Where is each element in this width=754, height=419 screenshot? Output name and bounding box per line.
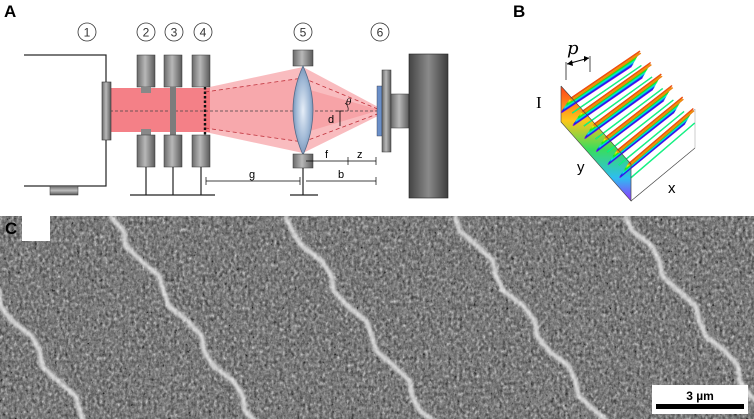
aperture-2 xyxy=(136,54,156,195)
laser-beam xyxy=(110,88,210,132)
label-theta: θ xyxy=(346,98,352,108)
svg-text:f: f xyxy=(325,149,329,161)
label-x-axis: x xyxy=(668,180,676,197)
scale-bar-label: 3 µm xyxy=(686,389,714,403)
label-period: p xyxy=(567,38,579,59)
panel-label-c: C xyxy=(5,219,17,238)
grating-4 xyxy=(191,54,211,195)
panel-b: B p I y x xyxy=(513,2,696,202)
svg-text:4: 4 xyxy=(200,26,207,40)
beam-cone-right xyxy=(303,67,380,153)
sem-image xyxy=(0,216,754,419)
svg-text:1: 1 xyxy=(84,26,91,40)
label-intensity: I xyxy=(536,93,542,112)
panel-label-b: B xyxy=(513,2,525,21)
svg-text:2: 2 xyxy=(143,26,150,40)
intensity-surface xyxy=(560,50,696,179)
dimension-g: g xyxy=(205,169,301,185)
component-numbers: 1 2 3 4 5 6 xyxy=(77,22,390,42)
laser-source xyxy=(19,54,107,187)
svg-text:5: 5 xyxy=(300,26,307,40)
svg-text:b: b xyxy=(338,169,344,181)
sample-holder-6 xyxy=(376,53,449,199)
dimension-b: b xyxy=(306,169,377,185)
label-y-axis: y xyxy=(577,159,585,176)
period-marker: p xyxy=(565,38,591,80)
label-d: d xyxy=(328,114,334,126)
sem-ridges xyxy=(0,216,754,419)
panel-c: C 3 µm xyxy=(0,215,754,419)
scale-bar: 3 µm xyxy=(652,385,748,414)
intensity-front-face xyxy=(561,86,631,201)
svg-text:g: g xyxy=(249,169,255,181)
panel-a: A xyxy=(4,2,449,199)
aperture-3 xyxy=(163,54,183,195)
panel-label-a: A xyxy=(4,2,16,21)
dimension-f-z: f z xyxy=(306,149,377,165)
laser-foot xyxy=(49,185,79,196)
svg-text:6: 6 xyxy=(377,26,384,40)
laser-output-window xyxy=(101,81,112,141)
svg-text:3: 3 xyxy=(171,26,178,40)
svg-text:z: z xyxy=(357,149,363,161)
